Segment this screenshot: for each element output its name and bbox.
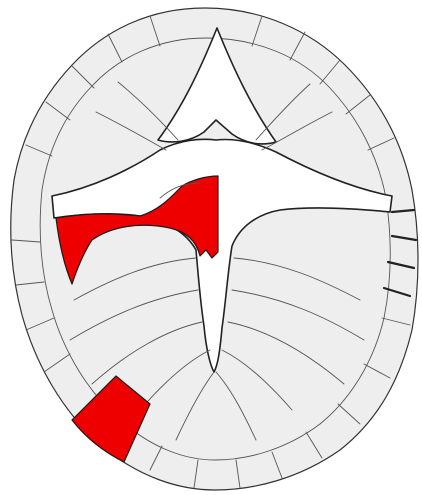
turtle-shell-diagram — [0, 0, 422, 495]
shell-svg — [0, 0, 422, 495]
